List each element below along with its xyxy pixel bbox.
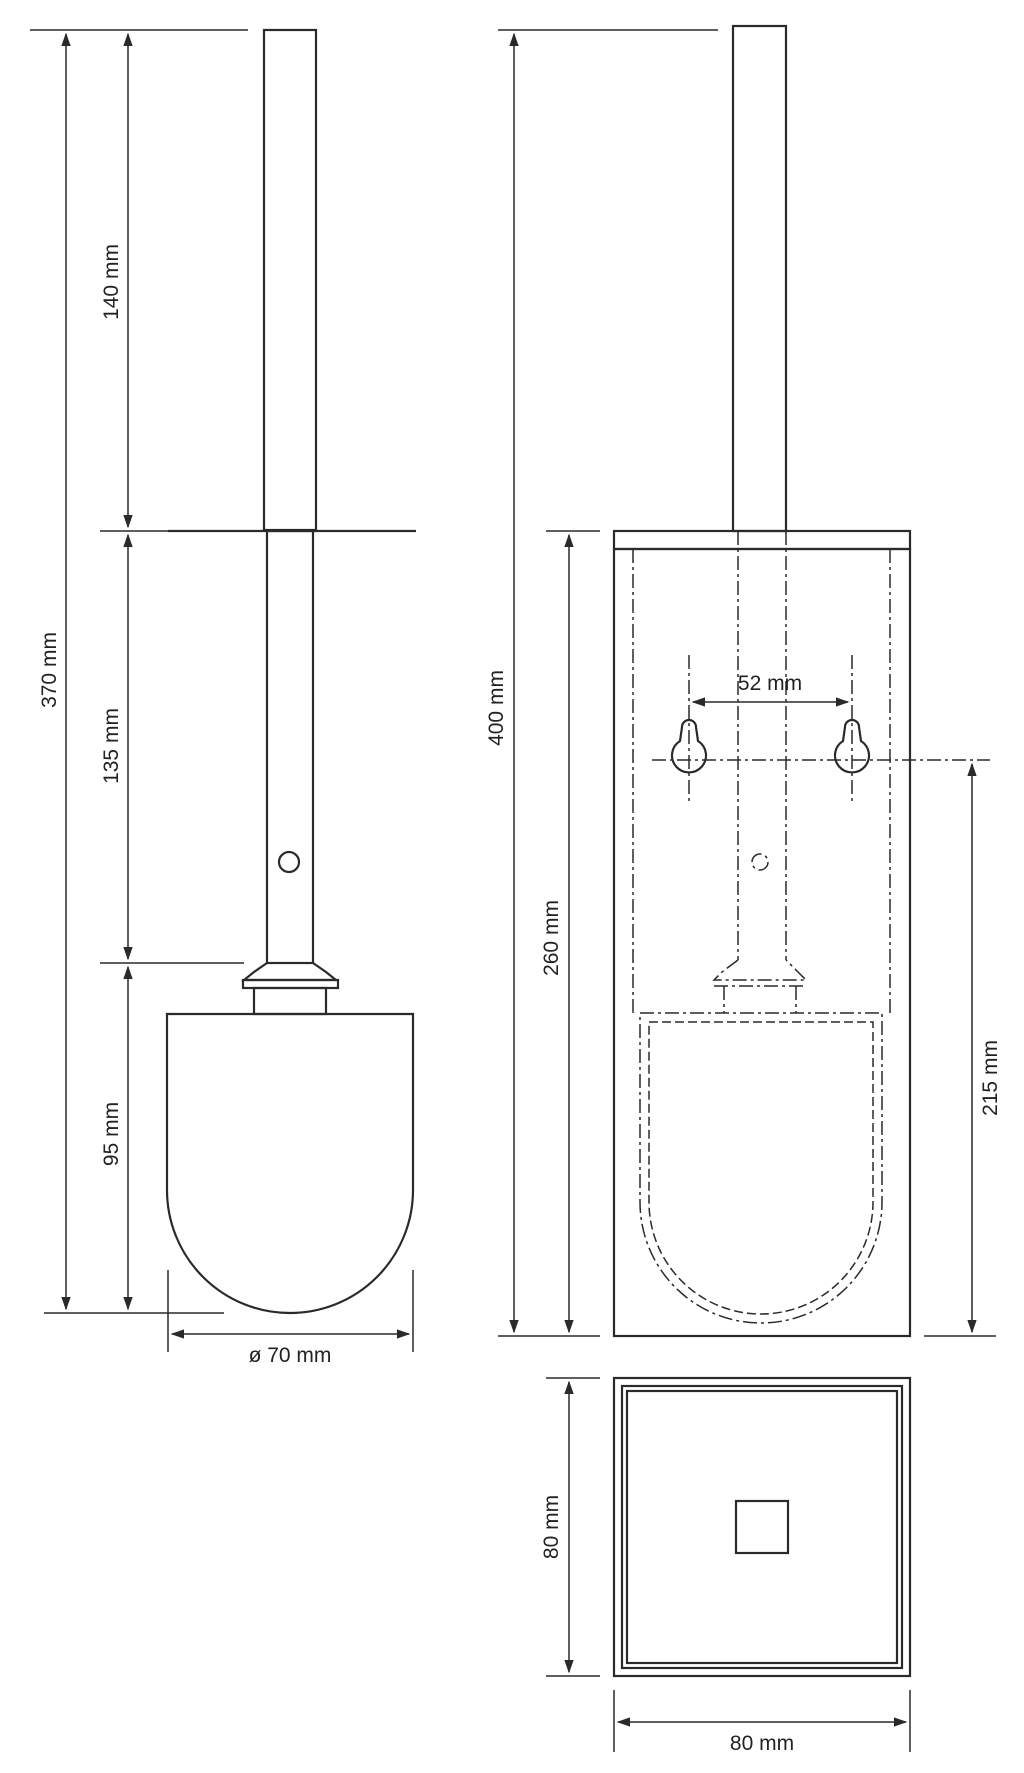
- keyhole-mount-right: [833, 718, 871, 774]
- brush-side-view: 370 mm 140 mm 135 mm 95 mm ø 70 mm: [30, 28, 416, 1367]
- handle-hole: [277, 850, 301, 874]
- handle-flange: [240, 962, 340, 982]
- holder-top-cap: [612, 529, 912, 551]
- label-370: 370 mm: [38, 632, 61, 708]
- holder-top-outer: [612, 1376, 912, 1678]
- label-215: 215 mm: [979, 1040, 1002, 1116]
- hidden-brush-head-outer: [639, 1012, 883, 1324]
- hidden-brush-head-inner: [648, 1021, 874, 1315]
- flange-ring: [241, 978, 340, 990]
- label-base-width: 80 mm: [730, 1732, 794, 1755]
- holder-top-inner-outline: [620, 1384, 904, 1670]
- holder-top-view: 80 mm 80 mm: [540, 1376, 912, 1755]
- handle-lower-part: [265, 529, 315, 965]
- brush-neck: [252, 986, 328, 1016]
- label-diameter: ø 70 mm: [249, 1344, 332, 1367]
- keyhole-mount-left: [670, 718, 708, 774]
- label-52: 52 mm: [738, 672, 802, 695]
- holder-front-view: 52 mm 400 mm 260 mm 215 mm: [485, 24, 1002, 1338]
- label-260: 260 mm: [540, 900, 563, 976]
- holder-top-inner: [625, 1389, 899, 1665]
- holder-handle: [731, 24, 788, 533]
- label-95: 95 mm: [100, 1102, 123, 1166]
- holder-body: [612, 547, 912, 1338]
- label-base-depth: 80 mm: [540, 1495, 563, 1559]
- handle-socket: [734, 1499, 790, 1555]
- label-135: 135 mm: [100, 708, 123, 784]
- hidden-handle-hole: [751, 853, 769, 871]
- hidden-flange: [712, 959, 808, 981]
- label-140: 140 mm: [100, 244, 123, 320]
- brush-head: [165, 1012, 415, 1315]
- label-400: 400 mm: [485, 670, 508, 746]
- handle-upper-part: [262, 28, 318, 532]
